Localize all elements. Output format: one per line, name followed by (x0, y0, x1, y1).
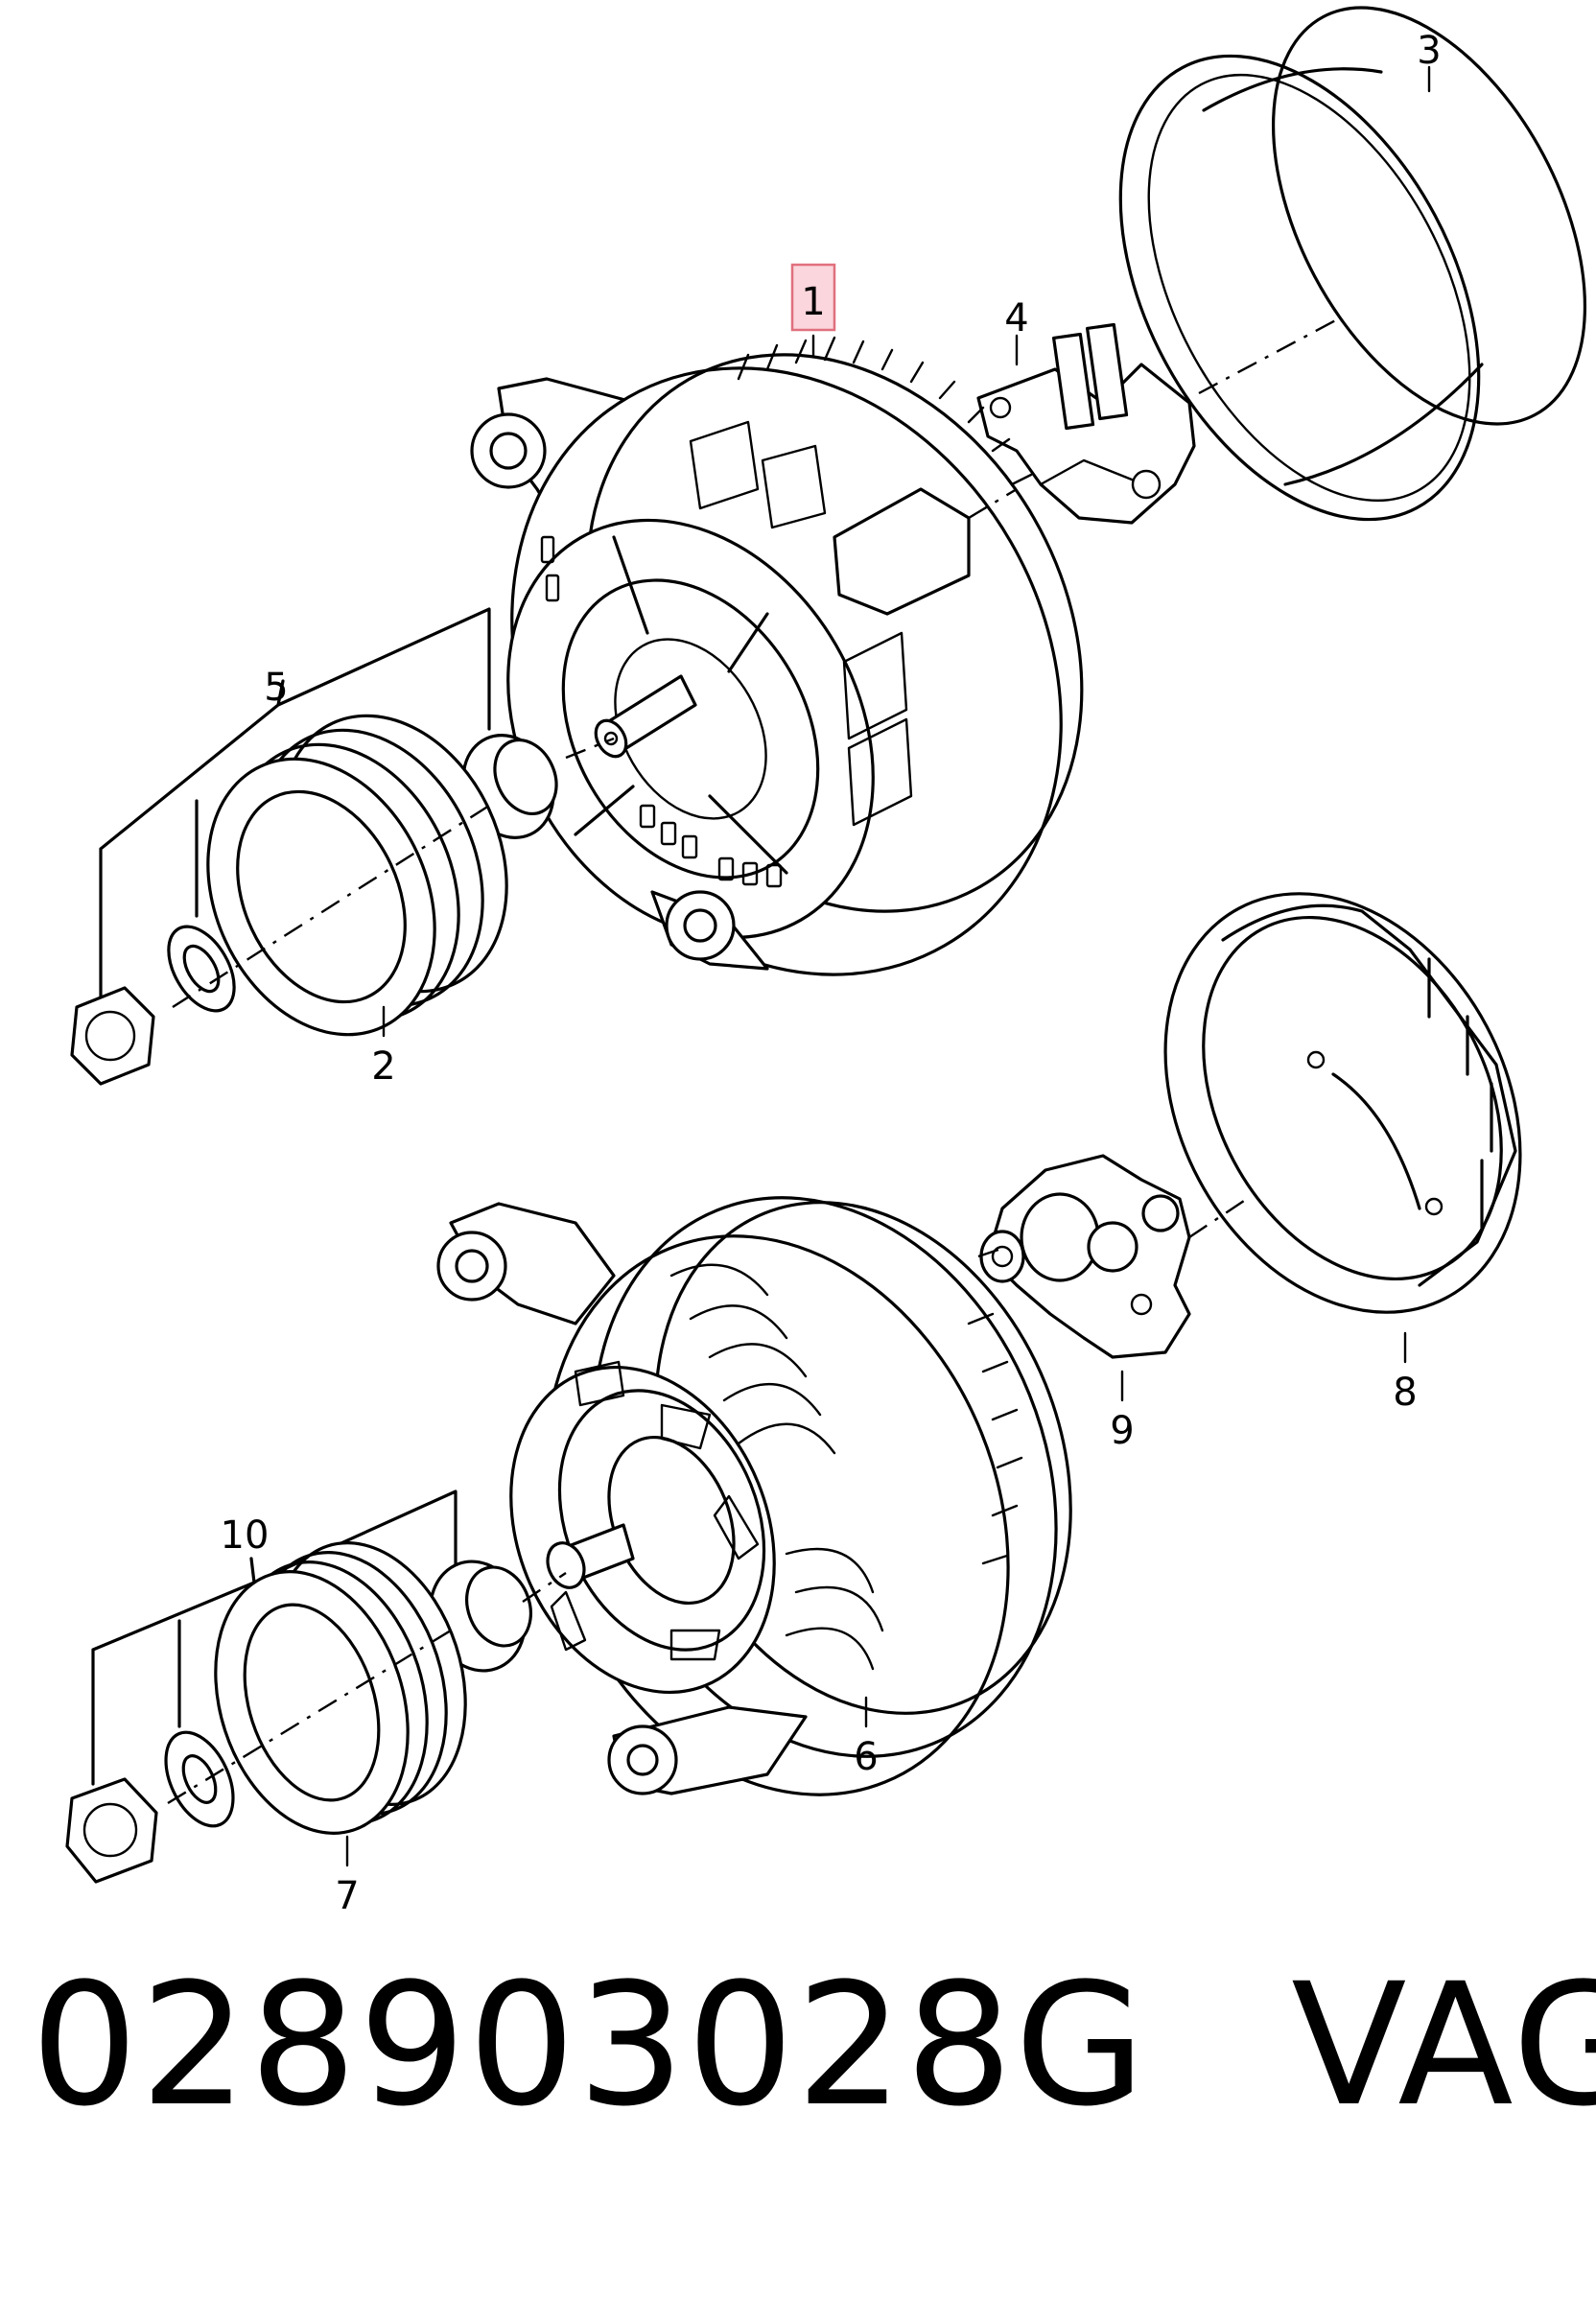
part-4-voltage-regulator (976, 322, 1196, 525)
part-9-voltage-regulator (979, 1154, 1191, 1402)
callout-5: 5 (264, 666, 288, 710)
part-1-alternator (470, 334, 1084, 976)
callout-9: 9 (1110, 1409, 1134, 1453)
callout-8: 8 (1393, 1371, 1417, 1415)
upper-assembly-axis (172, 315, 1344, 1009)
callout-2: 2 (371, 1044, 395, 1089)
part-number: 028903028G (31, 1947, 1148, 2144)
callout-6: 6 (854, 1735, 878, 1779)
callout-1-highlight (790, 263, 836, 332)
callout-3: 3 (1417, 29, 1441, 73)
part-5-fastener-kit (70, 607, 558, 1086)
part-7-pulley (214, 1541, 467, 1867)
part-6-alternator (436, 1196, 1072, 1796)
lower-assembly-axis (167, 1198, 1248, 1805)
callout-7: 7 (335, 1874, 359, 1918)
callout-10: 10 (221, 1513, 270, 1558)
part-8-rear-cover (1163, 892, 1522, 1364)
part-3-cover-ring (1118, 6, 1587, 522)
callout-1: 1 (801, 280, 825, 324)
part-2-pulley (206, 714, 508, 1037)
callout-4: 4 (1004, 296, 1028, 340)
brand-name: VAG (1291, 1947, 1596, 2144)
